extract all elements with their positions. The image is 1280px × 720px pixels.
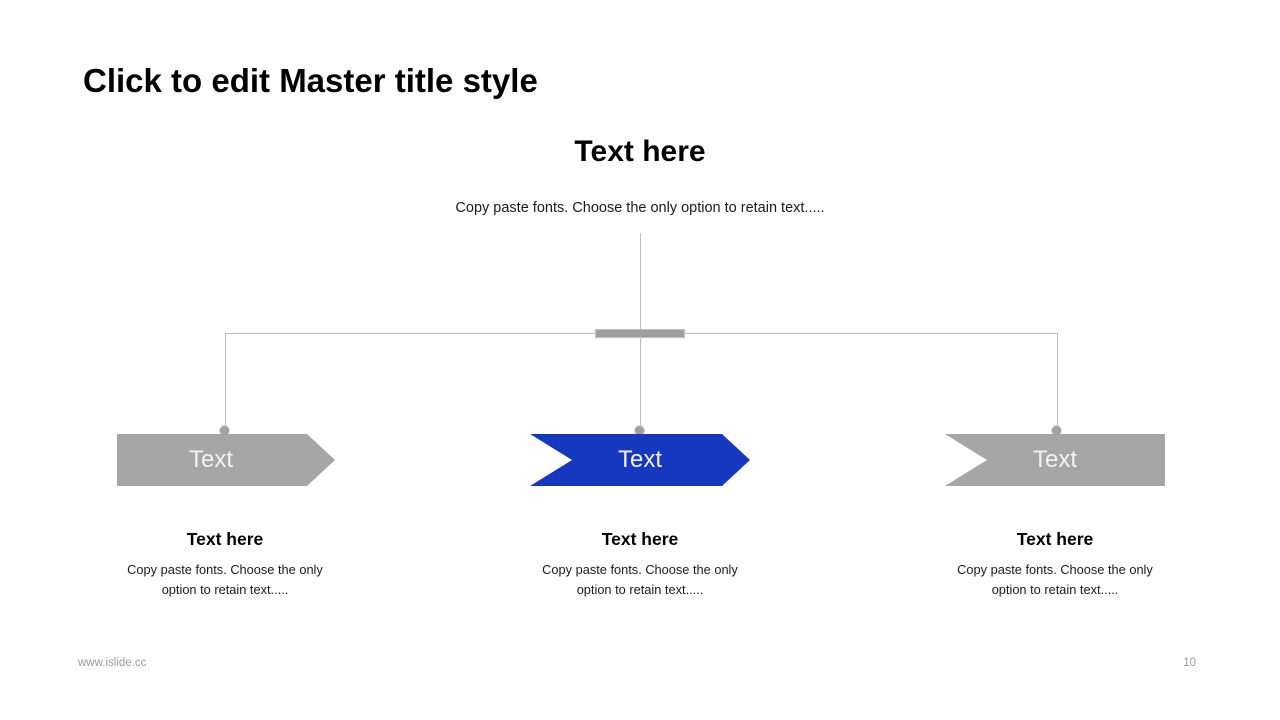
arrow-banner-left[interactable]: Text (117, 434, 335, 486)
text-column-left-body[interactable]: Copy paste fonts. Choose the only option… (127, 562, 323, 597)
text-column-right-body[interactable]: Copy paste fonts. Choose the only option… (957, 562, 1153, 597)
connector-center-bar (595, 329, 685, 338)
text-column-middle-heading[interactable]: Text here (601, 529, 679, 549)
text-column-middle-body[interactable]: Copy paste fonts. Choose the only option… (542, 562, 738, 597)
footer-website-link[interactable]: www.islide.cc (78, 657, 147, 669)
footer-page-number: 10 (1183, 657, 1196, 669)
text-column-left-heading[interactable]: Text here (186, 529, 264, 549)
arrow-banner-right-label: Text (1032, 446, 1077, 473)
arrow-banner-right[interactable]: Text (945, 434, 1165, 486)
text-column-left: Text here Copy paste fonts. Choose the o… (90, 529, 360, 600)
section-subtitle-placeholder[interactable]: Copy paste fonts. Choose the only option… (455, 200, 825, 216)
master-title-placeholder[interactable]: Click to edit Master title style (83, 62, 538, 99)
text-column-right-heading[interactable]: Text here (1016, 529, 1094, 549)
connector-vertical-left (225, 334, 226, 426)
connector-vertical-right (1057, 334, 1058, 426)
text-column-middle: Text here Copy paste fonts. Choose the o… (505, 529, 775, 600)
section-heading-placeholder[interactable]: Text here (574, 135, 706, 168)
arrow-banner-left-label: Text (188, 446, 233, 473)
text-column-right: Text here Copy paste fonts. Choose the o… (920, 529, 1190, 600)
arrow-banner-middle[interactable]: Text (530, 434, 750, 486)
arrow-banner-middle-label: Text (617, 446, 662, 473)
